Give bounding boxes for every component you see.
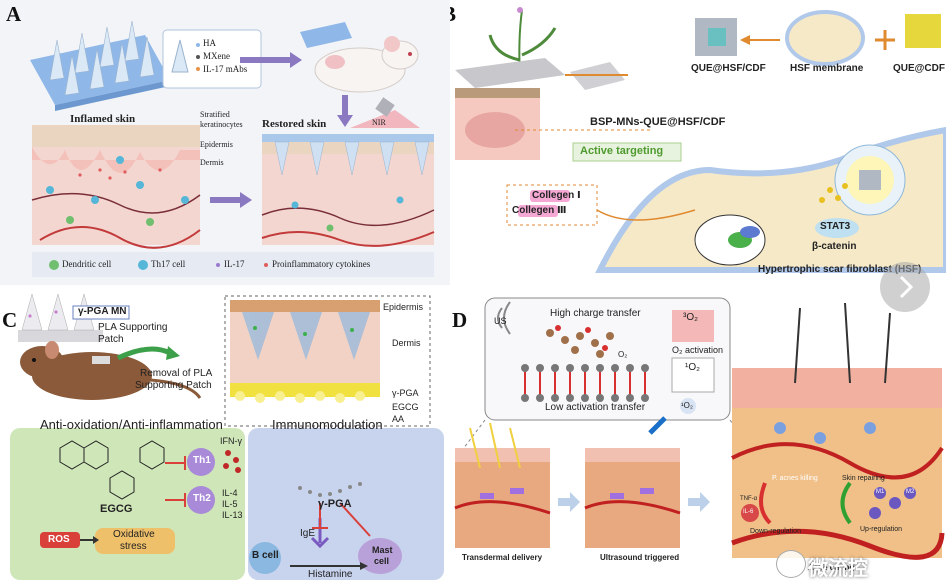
panel-a: A HA MXene IL-17 mAbs Inflamed skin Rest…: [0, 0, 450, 285]
legend-il17: IL-17: [224, 259, 245, 269]
panel-d-illustration: [454, 297, 945, 560]
label-us: US: [494, 316, 507, 326]
label-aa: AA: [392, 414, 405, 424]
label-tnf: TNF-α: [740, 496, 758, 502]
watermark-text: 微流控: [808, 558, 868, 580]
label-th2: Th2: [193, 493, 211, 504]
label-m2: M2: [906, 489, 915, 495]
label-mast-1: Mast: [372, 545, 393, 555]
label-collagen-1: Collegen Ⅰ: [532, 190, 581, 201]
layer-epidermis: Epidermis: [200, 140, 233, 149]
label-o2-top: ³O₂: [683, 312, 698, 323]
label-p-acnes: P. acnes killing: [772, 475, 818, 482]
label-hsf-caption: Hypertrophic scar fibroblast (HSF): [758, 264, 922, 275]
label-active-targeting: Active targeting: [580, 145, 664, 157]
inflamed-skin-title: Inflamed skin: [70, 113, 136, 125]
label-ultrasound: Ultrasound triggered: [600, 553, 680, 562]
restored-skin-title: Restored skin: [262, 118, 327, 130]
label-que-hsf-cdf: QUE@HSF/CDF: [691, 63, 766, 74]
label-mast-2: cell: [374, 556, 390, 566]
label-ifn: IFN-γ: [220, 436, 242, 446]
label-singlet-small: ¹O₂: [681, 401, 693, 410]
panel-b-letter: B: [450, 2, 456, 27]
wechat-logo-icon: [776, 550, 806, 578]
panel-c-illustration: [10, 293, 444, 580]
panel-c: C γ-PGA MN PLA Supporting Patch Removal …: [0, 288, 450, 583]
label-gpga-mn: γ-PGA MN: [78, 306, 127, 317]
label-dermis: Dermis: [392, 338, 421, 348]
label-bsp-mns: BSP-MNs-QUE@HSF/CDF: [590, 116, 726, 128]
label-il5: IL-5: [222, 499, 238, 509]
label-b-cell: B cell: [252, 550, 279, 561]
label-oxidative-1: Oxidative: [113, 529, 155, 540]
label-o2-small: O₂: [618, 350, 628, 359]
next-slide-button[interactable]: [880, 262, 930, 312]
label-o2-activation: O₂ activation: [672, 345, 724, 355]
label-egcg: EGCG: [392, 402, 419, 412]
label-skin-repairing: Skin repairing: [842, 475, 885, 482]
chevron-right-icon: [899, 275, 914, 299]
panel-c-letter: C: [2, 308, 18, 332]
label-singlet: ¹O₂: [685, 362, 700, 373]
label-hsf-membrane: HSF membrane: [790, 63, 864, 74]
panel-b: B QUE@HSF/CDF HSF membrane QUE@CDF BSP-M…: [450, 0, 946, 285]
label-stat3: STAT3: [820, 221, 851, 232]
layer-stratified: Stratified: [200, 110, 230, 119]
label-que-cdf: QUE@CDF: [893, 63, 945, 74]
layer-dermis: Dermis: [200, 158, 224, 167]
label-down-reg: Down-regulation: [750, 528, 801, 535]
label-gpga: γ-PGA: [392, 388, 419, 398]
label-low-activation: Low activation transfer: [545, 402, 646, 413]
label-th1: Th1: [193, 455, 211, 466]
label-oxidative-2: stress: [120, 541, 147, 552]
label-high-charge: High charge transfer: [550, 308, 641, 319]
label-up-reg: Up-regulation: [860, 526, 903, 533]
legend-dendritic: Dendritic cell: [62, 259, 112, 269]
panel-d-letter: D: [452, 308, 468, 332]
label-pla-patch-2: Patch: [98, 334, 124, 345]
label-epidermis: Epidermis: [383, 302, 424, 312]
layer-keratinocytes: keratinocytes: [200, 120, 243, 129]
legend-cytokines: Proinflammatory cytokines: [272, 259, 371, 269]
label-il13: IL-13: [222, 510, 243, 520]
label-removal-2: Supporting Patch: [135, 380, 212, 391]
label-il6: IL-6: [743, 509, 754, 515]
legend-il17-mabs: IL-17 mAbs: [203, 64, 248, 74]
label-transdermal: Transdermal delivery: [462, 553, 543, 562]
label-removal-1: Removal of PLA: [140, 368, 213, 379]
legend-ha: HA: [203, 38, 216, 48]
label-ros: ROS: [48, 534, 70, 545]
label-immuno: Immunomodulation: [272, 417, 383, 432]
label-acne: Acne curing: [808, 563, 855, 572]
label-ige: IgE: [300, 528, 316, 539]
panel-b-illustration: [455, 7, 946, 273]
label-egcg-molecule: EGCG: [100, 503, 133, 515]
nir-label: NIR: [372, 118, 386, 127]
label-anti-ox: Anti-oxidation/Anti-inflammation: [40, 417, 223, 432]
legend-mxene: MXene: [203, 51, 230, 61]
label-beta-catenin: β-catenin: [812, 241, 857, 252]
label-histamine: Histamine: [308, 569, 353, 580]
label-m1: M1: [876, 489, 885, 495]
label-gpga-polymer: γ-PGA: [318, 498, 352, 510]
panel-a-letter: A: [6, 2, 22, 26]
panel-d: D US High charge transfer ³O₂ O₂ activat…: [450, 288, 946, 583]
legend-th17: Th17 cell: [151, 259, 186, 269]
label-il4: IL-4: [222, 488, 238, 498]
panel-a-illustration: [30, 20, 435, 277]
label-collagen-3: Collegen Ⅲ: [512, 205, 567, 216]
label-pla-patch-1: PLA Supporting: [98, 322, 168, 333]
